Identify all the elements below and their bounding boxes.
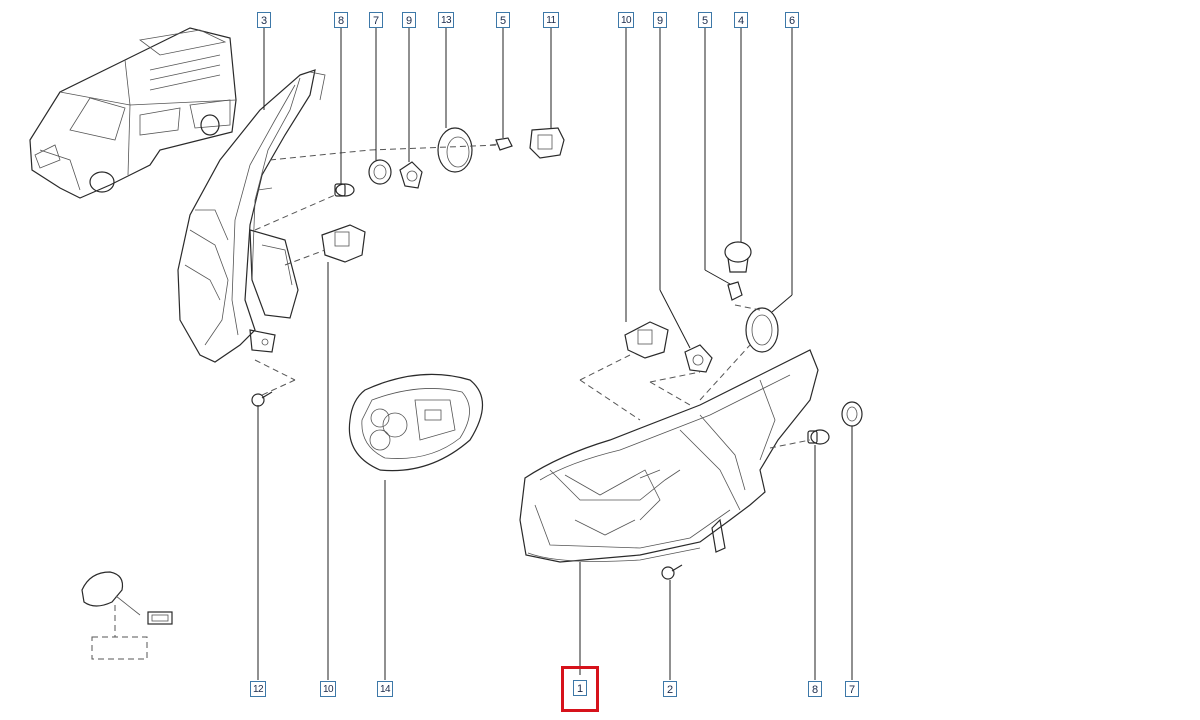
callout-2[interactable]: 2 [663, 681, 677, 697]
callout-11[interactable]: 11 [543, 12, 559, 28]
callout-7[interactable]: 7 [369, 12, 383, 28]
callout-4[interactable]: 4 [734, 12, 748, 28]
headlamp-main-unit [519, 349, 819, 563]
lamp-holder-10-right [624, 321, 669, 359]
callout-10-bottom[interactable]: 10 [320, 681, 336, 697]
dashed-guides-left [254, 144, 501, 396]
callout-9[interactable]: 9 [402, 12, 416, 28]
cover-13 [437, 127, 473, 173]
callout-5[interactable]: 5 [496, 12, 510, 28]
callout-3[interactable]: 3 [257, 12, 271, 28]
callout-12[interactable]: 12 [250, 681, 266, 697]
bulb-9-right [684, 344, 713, 373]
callout-1[interactable]: 1 [573, 680, 587, 696]
callout-14[interactable]: 14 [377, 681, 393, 697]
callout-8-bottom[interactable]: 8 [808, 681, 822, 697]
seal-7-top [368, 159, 392, 185]
screw-12 [251, 391, 273, 407]
lamp-holder-10-top [321, 224, 366, 263]
bulb-5-top [489, 137, 513, 151]
callout-8[interactable]: 8 [334, 12, 348, 28]
seal-6 [745, 307, 779, 353]
callout-6[interactable]: 6 [785, 12, 799, 28]
callout-5-right[interactable]: 5 [698, 12, 712, 28]
bulb-8-right [807, 429, 830, 445]
bulb-5-right [727, 281, 743, 301]
callout-7-bottom[interactable]: 7 [845, 681, 859, 697]
socket-11 [529, 127, 565, 159]
callout-13[interactable]: 13 [438, 12, 454, 28]
lamp-cluster-14 [348, 373, 483, 472]
callout-leaders [257, 28, 853, 680]
van-illustration [29, 27, 237, 199]
seal-7-right [841, 401, 863, 427]
bulb-9-top [399, 161, 423, 189]
callout-10-right[interactable]: 10 [618, 12, 634, 28]
bulb-8-top [334, 183, 355, 197]
headlamp-rear-view [177, 69, 326, 363]
cap-4 [724, 241, 752, 273]
bulb-detail [81, 571, 173, 660]
dashed-guides-right [579, 304, 811, 449]
callout-9-right[interactable]: 9 [653, 12, 667, 28]
screw-2 [661, 564, 683, 580]
